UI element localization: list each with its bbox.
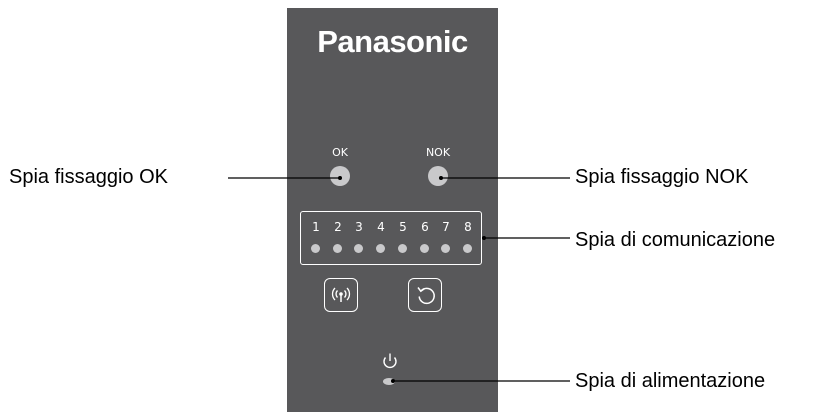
channel-led: [354, 244, 363, 253]
channel-led: [420, 244, 429, 253]
wireless-button[interactable]: [324, 278, 358, 312]
channel-led: [333, 244, 342, 253]
channel-led: [441, 244, 450, 253]
reset-button[interactable]: [408, 278, 442, 312]
channel-label: 2: [334, 220, 342, 234]
channel-led: [376, 244, 385, 253]
channel-label: 7: [442, 220, 450, 234]
ok-callout-label: Spia fissaggio OK: [9, 166, 168, 188]
channel-led: [311, 244, 320, 253]
nok-label: NOK: [425, 146, 451, 159]
communication-indicator-group: 1 2 3 4 5 6 7 8: [300, 211, 482, 265]
power-indicator-led: [383, 378, 395, 385]
communication-callout-label: Spia di comunicazione: [575, 229, 776, 251]
channel-label: 1: [312, 220, 320, 234]
device-panel: Panasonic OK NOK 1 2 3 4 5 6 7 8: [287, 8, 498, 412]
channel-label: 8: [464, 220, 472, 234]
channel-label: 5: [399, 220, 407, 234]
wireless-icon: [331, 287, 351, 302]
channel-led: [398, 244, 407, 253]
power-icon: [383, 353, 397, 369]
channel-label: 4: [377, 220, 385, 234]
nok-callout-label: Spia fissaggio NOK: [575, 166, 749, 188]
channel-led: [463, 244, 472, 253]
channel-label: 3: [355, 220, 363, 234]
power-callout-label: Spia di alimentazione: [575, 370, 766, 392]
ok-label: OK: [332, 146, 348, 159]
ok-indicator-led: [330, 166, 350, 186]
reset-icon: [417, 287, 435, 305]
nok-indicator-led: [428, 166, 448, 186]
channel-label: 6: [421, 220, 429, 234]
brand-logo: Panasonic: [317, 24, 468, 59]
